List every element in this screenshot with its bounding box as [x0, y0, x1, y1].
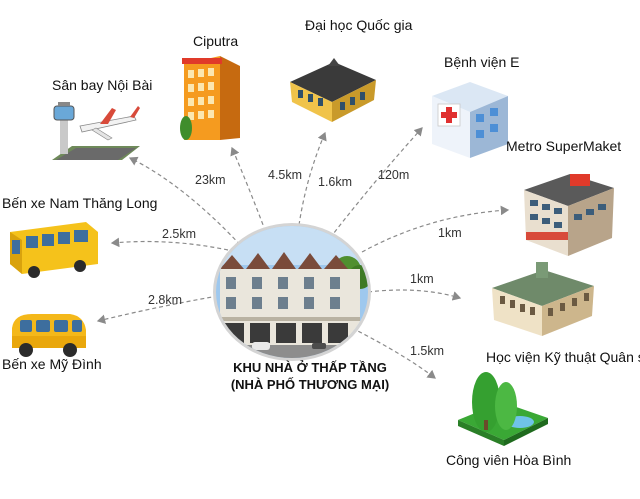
arrow-academy: [367, 289, 462, 301]
townhouse-photo: [213, 223, 371, 361]
distance-park: 1.5km: [410, 344, 445, 358]
van-icon: [12, 314, 86, 357]
distance-airport: 23km: [195, 173, 226, 187]
distance-ciputra: 4.5km: [268, 168, 303, 182]
supermarket-icon: [524, 174, 614, 256]
distance-hospital: 120m: [378, 168, 410, 182]
label-ciputra: Ciputra: [193, 33, 239, 49]
label-airport: Sân bay Nội Bài: [52, 77, 153, 93]
label-hospital: Bệnh viện E: [444, 54, 520, 70]
label-academy: Học viện Kỹ thuật Quân sự: [486, 349, 640, 365]
park-icon: [458, 372, 548, 446]
distance-bus-my-dinh: 2.8km: [148, 293, 183, 307]
arrow-supermarket: [361, 205, 510, 253]
distance-academy: 1km: [410, 272, 434, 286]
label-park: Công viên Hòa Bình: [446, 452, 572, 468]
distance-bus-nam-thang-long: 2.5km: [162, 227, 197, 241]
university-icon: [290, 58, 376, 122]
distance-university: 1.6km: [318, 175, 353, 189]
arrow-university: [297, 131, 327, 233]
airplane-icon: [52, 102, 140, 160]
hospital-icon: [432, 82, 508, 158]
label-supermarket: Metro SuperMaket: [506, 138, 622, 154]
academy-icon: [492, 262, 594, 336]
center-title-line1: KHU NHÀ Ở THẤP TẦNG: [233, 360, 387, 375]
building-icon: [180, 56, 240, 140]
arrow-bus-my-dinh: [96, 295, 219, 324]
arrow-bus-nam-thang-long: [110, 237, 229, 251]
arrow-airport: [128, 156, 246, 251]
arrow-hospital: [329, 127, 423, 239]
bus-icon: [10, 222, 98, 278]
distance-supermarket: 1km: [438, 226, 462, 240]
center-title-line2: (NHÀ PHỐ THƯƠNG MẠI): [230, 377, 390, 392]
label-bus-my-dinh: Bến xe Mỹ Đình: [2, 356, 102, 372]
center-title: KHU NHÀ Ở THẤP TẦNG (NHÀ PHỐ THƯƠNG MẠI): [210, 359, 410, 393]
label-university: Đại học Quốc gia: [305, 17, 413, 33]
label-bus-nam-thang-long: Bến xe Nam Thăng Long: [2, 195, 158, 211]
